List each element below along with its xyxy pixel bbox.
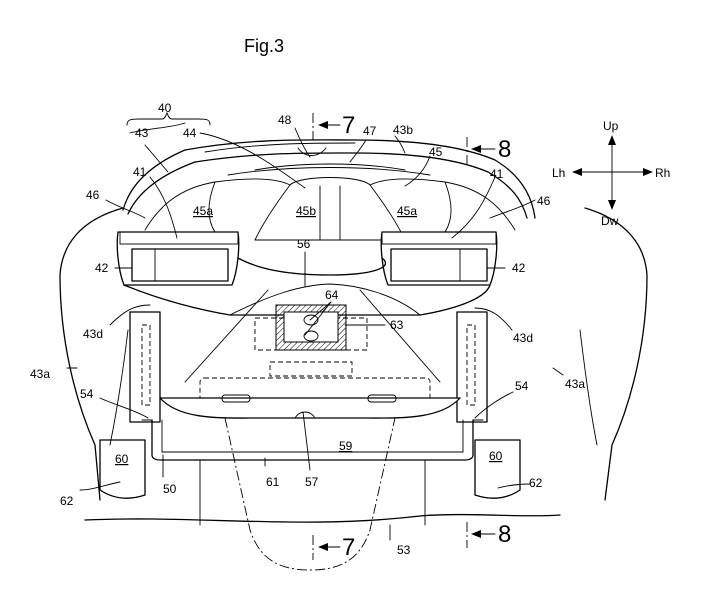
label-45b: 45b bbox=[296, 204, 316, 218]
label-63: 63 bbox=[390, 318, 404, 332]
label-56: 56 bbox=[297, 237, 311, 251]
label-41-right: 41 bbox=[490, 167, 504, 181]
label-54-right: 54 bbox=[515, 379, 529, 393]
label-64: 64 bbox=[325, 288, 339, 302]
direction-up-label: Up bbox=[603, 119, 619, 133]
label-46-left: 46 bbox=[86, 188, 100, 202]
upper-cowl bbox=[123, 140, 535, 218]
license-light-63 bbox=[185, 290, 440, 382]
reflector-left bbox=[100, 440, 145, 498]
label-43d-right: 43d bbox=[513, 331, 533, 345]
label-45: 45 bbox=[429, 145, 443, 159]
label-47: 47 bbox=[363, 124, 377, 138]
label-43: 43 bbox=[135, 126, 149, 140]
direction-down-label: Dw bbox=[601, 214, 619, 228]
label-53: 53 bbox=[397, 543, 411, 557]
section-8-top-label: 8 bbox=[498, 136, 511, 163]
label-50: 50 bbox=[163, 482, 177, 496]
direction-left-label: Lh bbox=[552, 166, 565, 180]
label-43a-right: 43a bbox=[565, 377, 585, 391]
label-60-left: 60 bbox=[115, 452, 129, 466]
label-45a-left: 45a bbox=[193, 204, 213, 218]
label-42-left: 42 bbox=[95, 261, 109, 275]
label-62-right: 62 bbox=[529, 476, 543, 490]
label-40: 40 bbox=[158, 101, 172, 115]
direction-right-label: Rh bbox=[655, 166, 670, 180]
label-54-left: 54 bbox=[80, 387, 94, 401]
lamp-housing-41-left bbox=[117, 232, 239, 285]
label-59: 59 bbox=[339, 439, 353, 453]
label-57: 57 bbox=[305, 475, 319, 489]
label-44: 44 bbox=[183, 126, 197, 140]
direction-indicator: Up Dw Lh Rh bbox=[552, 119, 670, 228]
rear-tire-53 bbox=[200, 418, 425, 570]
label-43b: 43b bbox=[393, 123, 413, 137]
label-42-right: 42 bbox=[512, 261, 526, 275]
label-60-right: 60 bbox=[489, 449, 503, 463]
fender-59 bbox=[142, 378, 483, 460]
label-62-left: 62 bbox=[60, 494, 74, 508]
label-43a-left: 43a bbox=[30, 367, 50, 381]
lamp-housing-41-right bbox=[381, 232, 497, 285]
label-45a-right: 45a bbox=[397, 204, 417, 218]
label-46-right: 46 bbox=[537, 194, 551, 208]
bracket-right bbox=[457, 312, 487, 422]
bracket-left bbox=[130, 312, 160, 422]
label-61: 61 bbox=[266, 475, 280, 489]
label-48: 48 bbox=[278, 113, 292, 127]
label-41-left: 41 bbox=[133, 165, 147, 179]
section-7-top-label: 7 bbox=[342, 112, 355, 139]
figure-title: Fig.3 bbox=[244, 36, 284, 56]
tail-lamp-45 bbox=[145, 164, 515, 240]
ground-line bbox=[85, 515, 560, 523]
section-8-bottom-label: 8 bbox=[498, 521, 511, 548]
label-43d-left: 43d bbox=[83, 327, 103, 341]
